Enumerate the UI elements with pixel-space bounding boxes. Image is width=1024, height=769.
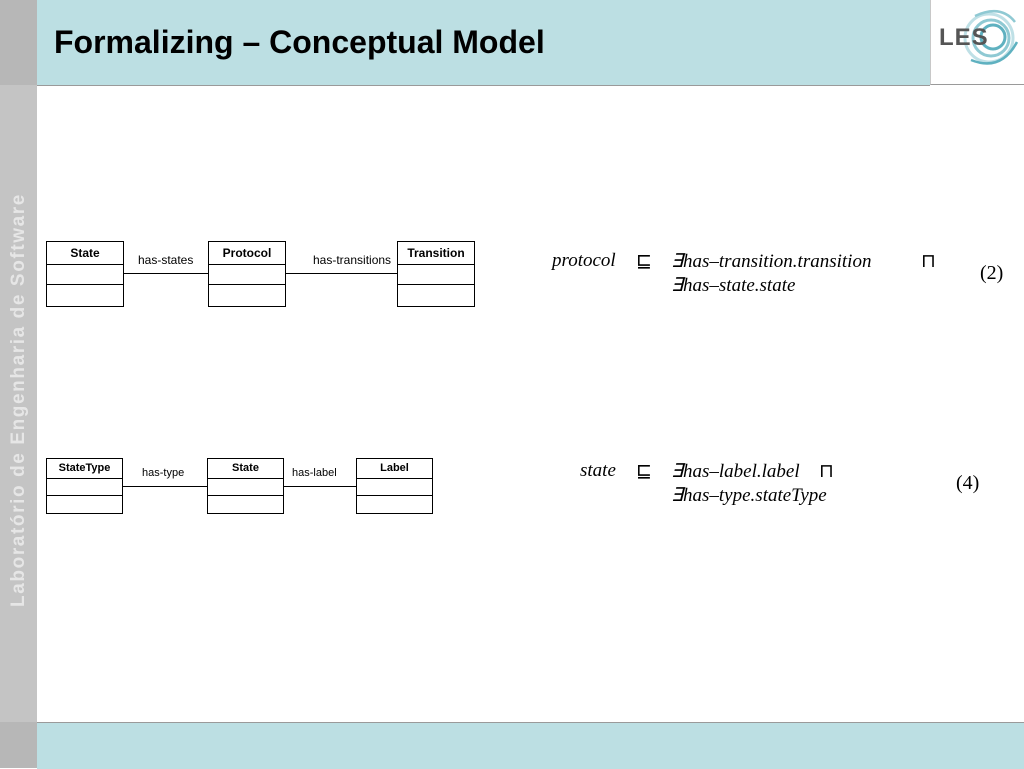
class-attributes	[47, 479, 122, 496]
uml-class-label: Label	[356, 458, 433, 514]
left-sidebar-top	[0, 0, 37, 85]
formula2-line1: ∃has–label.label	[671, 461, 800, 482]
left-sidebar-bottom	[0, 722, 37, 768]
uml-class-protocol: Protocol	[208, 241, 286, 307]
left-sidebar: Laboratório de Engenharia de Software	[0, 0, 37, 768]
class-name: Protocol	[209, 242, 285, 265]
footer-bar	[37, 722, 1024, 769]
uml-class-state: State	[207, 458, 284, 514]
association-label: has-type	[142, 467, 185, 479]
formula2-lhs: state	[580, 460, 616, 481]
formula1-line2: ∃has–state.state	[671, 275, 796, 296]
logo-swirl-icon	[963, 9, 1019, 65]
association-line	[286, 273, 397, 274]
content-area	[37, 86, 1024, 722]
formula1-line1: ∃has–transition.transition	[671, 251, 872, 272]
class-name: StateType	[47, 459, 122, 479]
side-label: Laboratório de Engenharia de Software	[8, 193, 29, 607]
association-line	[284, 486, 356, 487]
formula2-subsumes: ⊑	[636, 461, 652, 482]
association-label: has-transitions	[313, 253, 392, 267]
class-name: Transition	[398, 242, 474, 265]
class-operations	[357, 496, 432, 513]
class-attributes	[357, 479, 432, 496]
formula2-conjunction: ⊓	[819, 461, 834, 482]
title-bar: Formalizing – Conceptual Model	[37, 0, 930, 86]
association-line	[124, 273, 208, 274]
class-operations	[209, 285, 285, 305]
class-name: Label	[357, 459, 432, 479]
formula1-subsumes: ⊑	[636, 251, 652, 272]
class-operations	[208, 496, 283, 513]
uml-class-statetype: StateType	[46, 458, 123, 514]
class-operations	[47, 285, 123, 305]
class-operations	[47, 496, 122, 513]
class-attributes	[209, 265, 285, 285]
formula1-conjunction: ⊓	[921, 251, 936, 272]
equation-number: (4)	[956, 472, 980, 494]
logo-text: LES	[939, 24, 989, 51]
class-attributes	[398, 265, 474, 285]
uml-class-state: State	[46, 241, 124, 307]
association-label: has-states	[138, 253, 194, 267]
formula1-lhs: protocol	[552, 250, 616, 271]
class-operations	[398, 285, 474, 305]
slide-title: Formalizing – Conceptual Model	[54, 24, 545, 60]
uml-class-transition: Transition	[397, 241, 475, 307]
formula2-line2: ∃has–type.stateType	[671, 485, 827, 506]
class-attributes	[208, 479, 283, 496]
association-line	[123, 486, 207, 487]
equation-number: (2)	[980, 262, 1004, 284]
association-label: has-label	[292, 467, 337, 479]
class-name: State	[208, 459, 283, 479]
class-name: State	[47, 242, 123, 265]
class-attributes	[47, 265, 123, 285]
les-logo: LES	[930, 0, 1024, 85]
